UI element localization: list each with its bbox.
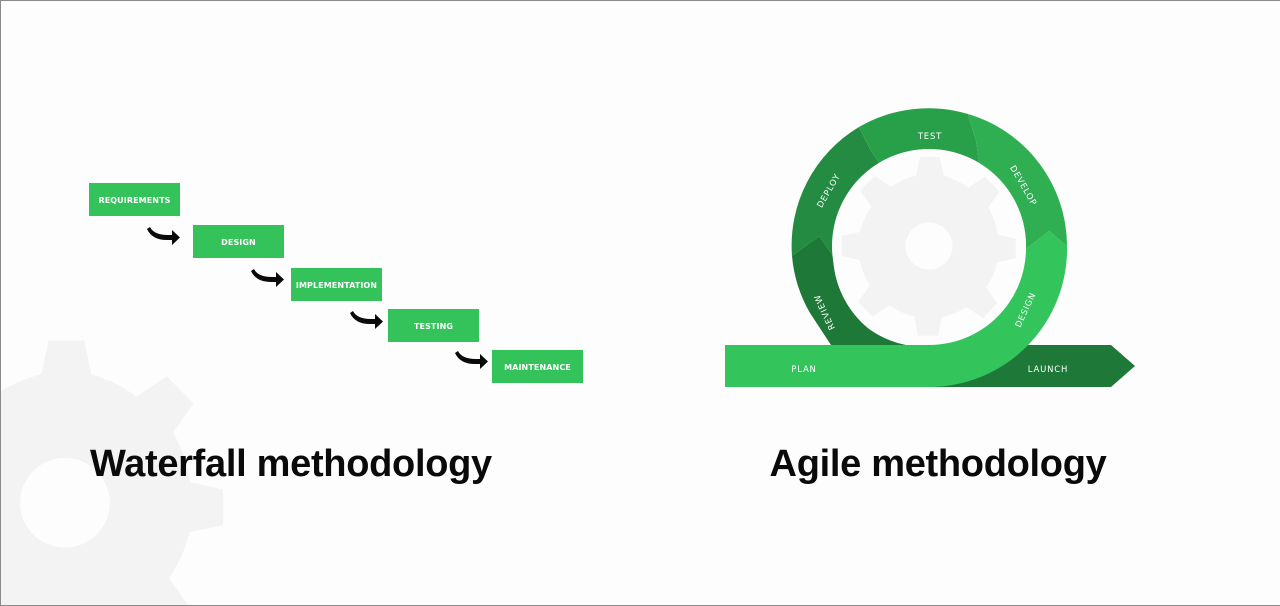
gear-icon — [1, 340, 224, 605]
waterfall-step-testing: TESTING — [388, 309, 479, 342]
ring-segment-test — [859, 108, 979, 163]
stage-label-test: TEST — [917, 132, 942, 142]
arrow-icon — [350, 311, 383, 329]
ring-segment-develop — [968, 114, 1067, 249]
waterfall-title: Waterfall methodology — [90, 443, 492, 485]
ring-segment-design-plan — [725, 231, 1068, 388]
ring-segment-review — [792, 236, 906, 345]
svg-text:MAINTENANCE: MAINTENANCE — [504, 363, 571, 372]
agile-diagram: TEST DEPLOY DEVELOP DESIGN REVIEW PLAN L… — [725, 108, 1135, 388]
svg-text:DESIGN: DESIGN — [221, 238, 256, 247]
gear-icon — [841, 156, 1016, 336]
arrow-icon — [251, 269, 284, 287]
arrow-icon — [455, 351, 488, 369]
arrow-icon — [147, 227, 180, 245]
waterfall-step-implementation: IMPLEMENTATION — [291, 268, 382, 301]
stage-label-launch: LAUNCH — [1028, 365, 1068, 375]
svg-text:REQUIREMENTS: REQUIREMENTS — [98, 196, 170, 205]
waterfall-step-requirements: REQUIREMENTS — [89, 183, 180, 216]
svg-text:TESTING: TESTING — [414, 322, 453, 331]
agile-title: Agile methodology — [770, 443, 1107, 485]
svg-text:IMPLEMENTATION: IMPLEMENTATION — [296, 281, 377, 290]
ring-segment-deploy — [791, 127, 879, 256]
waterfall-step-design: DESIGN — [193, 225, 284, 258]
waterfall-step-maintenance: MAINTENANCE — [492, 350, 583, 383]
waterfall-diagram: REQUIREMENTS DESIGN IMPLEMENTATION TESTI… — [89, 183, 583, 383]
stage-label-plan: PLAN — [791, 365, 816, 375]
